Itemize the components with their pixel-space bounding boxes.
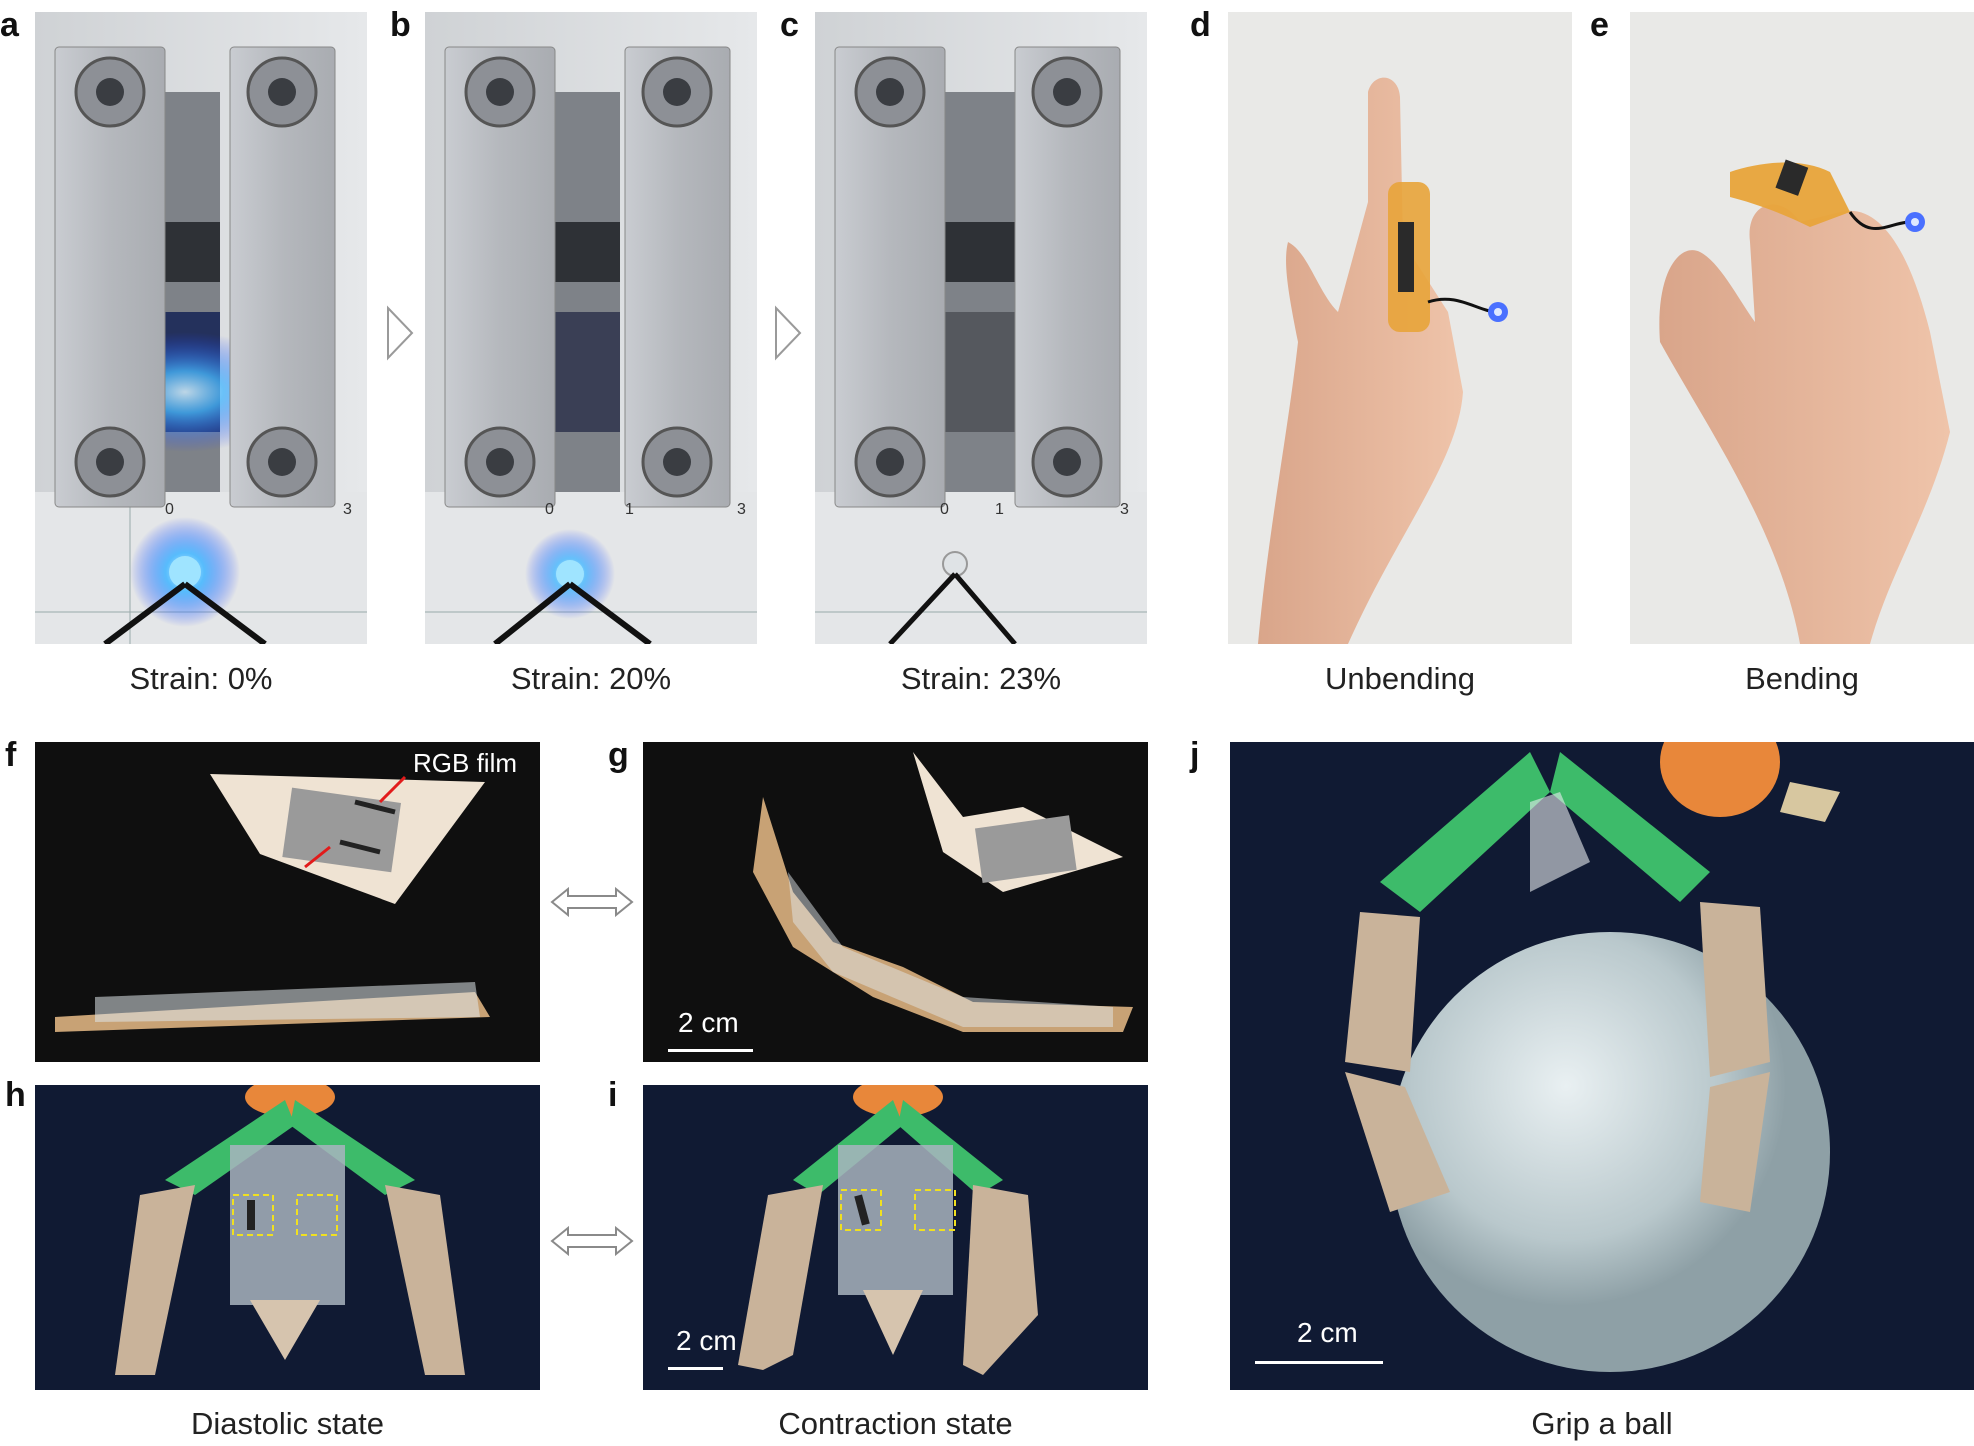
finger-photo-bending [1630,12,1974,644]
caption-h: Diastolic state [191,1406,384,1441]
scale-bar-line [668,1367,723,1370]
scale-bar-label: 2 cm [678,1007,739,1038]
caption-b: Strain: 20% [510,661,672,696]
ruler-tick-3: 3 [343,501,352,518]
panel-label-b: b [390,6,411,44]
gripper-image [643,1085,1148,1390]
actuator-image [35,742,540,1062]
double-arrow-icon [550,887,634,917]
progression-arrow-icon [387,305,414,361]
actuator-photo-bent: 2 cm [643,742,1148,1062]
panel-label-f: f [5,736,17,774]
strain-photo-c: 0 1 3 [815,12,1147,644]
tensile-stage-image: 0 3 [35,12,367,644]
strain-photo-b: 0 1 3 [425,12,757,644]
ruler-tick-1: 1 [995,501,1004,518]
gripper-image [35,1085,540,1390]
ruler-tick-0: 0 [165,501,174,518]
panel-label-i: i [608,1076,618,1114]
double-arrow-icon [550,1226,634,1256]
finger-photo-unbending [1228,12,1572,644]
scale-bar-line [668,1049,753,1052]
caption-d: Unbending [1325,661,1475,696]
actuator-photo-flat: RGB film [35,742,540,1062]
caption-e: Bending [1745,661,1859,696]
ruler-tick-1: 1 [625,501,634,518]
scale-bar-line [1255,1361,1383,1364]
gripper-photo-ball: 2 cm [1230,742,1974,1390]
panel-label-c: c [780,6,799,44]
gripper-photo-diastolic [35,1085,540,1390]
hand-image [1630,12,1974,644]
progression-arrow-icon [775,305,802,361]
panel-label-a: a [0,6,19,44]
caption-a: Strain: 0% [129,661,273,696]
panel-label-h: h [5,1076,26,1114]
scale-bar-label: 2 cm [1297,1317,1358,1348]
ruler-tick-0: 0 [545,501,554,518]
scale-bar: 2 cm [668,1007,758,1057]
ruler-tick-0: 0 [940,501,949,518]
caption-i: Contraction state [778,1406,1013,1441]
strain-photo-a: 0 3 [35,12,367,644]
panel-label-g: g [608,736,629,774]
scale-bar: 2 cm [668,1325,758,1375]
tensile-stage-image: 0 1 3 [425,12,757,644]
caption-c: Strain: 23% [900,661,1062,696]
ruler-tick-3: 3 [737,501,746,518]
panel-label-e: e [1590,6,1609,44]
hand-image [1228,12,1572,644]
panel-label-d: d [1190,6,1211,44]
caption-j: Grip a ball [1531,1406,1673,1441]
scale-bar: 2 cm [1255,1317,1395,1372]
tensile-stage-image: 0 1 3 [815,12,1147,644]
panel-label-j: j [1190,736,1200,774]
gripper-ball-image [1230,742,1974,1390]
scale-bar-label: 2 cm [676,1325,737,1356]
rgb-film-annotation: RGB film [413,748,517,778]
ruler-tick-3: 3 [1120,501,1129,518]
gripper-photo-contraction: 2 cm [643,1085,1148,1390]
actuator-image [643,742,1148,1062]
